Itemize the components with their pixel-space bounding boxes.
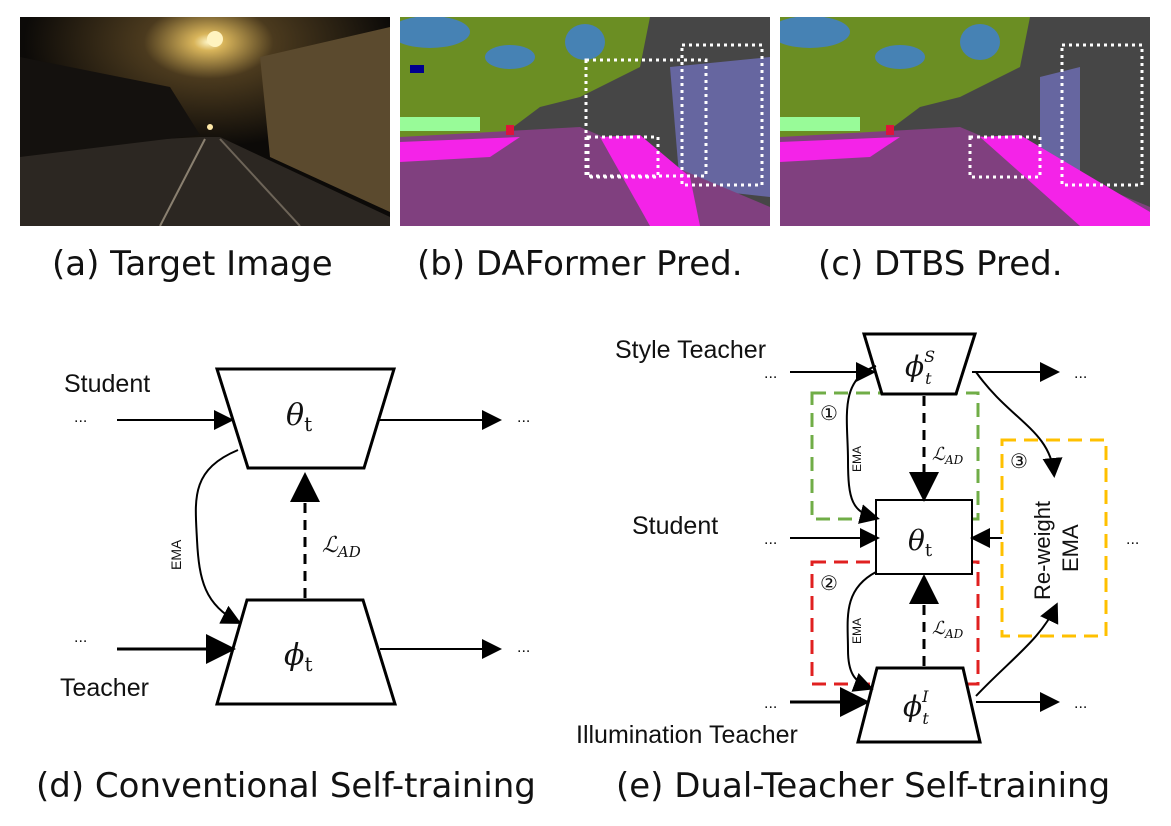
ema-label: EMA: [168, 539, 184, 570]
dtbs-prediction: [770, 16, 1150, 226]
caption-d: (d) Conventional Self-training: [36, 766, 536, 806]
illumination-teacher-network: [856, 666, 982, 744]
ellipsis-student-out: ...: [1126, 531, 1139, 548]
circle-3: ③: [1010, 451, 1028, 473]
student-label: Student: [632, 512, 718, 540]
reweight-ema-label: EMA: [1058, 524, 1083, 572]
night-street-photo: [20, 17, 390, 227]
teacher-network: [215, 598, 398, 706]
loss-label: ℒAD: [322, 533, 361, 561]
arrow-ema: [194, 449, 242, 624]
student-label: Student: [64, 370, 150, 398]
caption-b: (b) DAFormer Pred.: [417, 244, 743, 284]
arrow-illum-to-reweight: [975, 602, 1059, 697]
teacher-label: Teacher: [60, 674, 149, 702]
student-network: [214, 367, 397, 470]
ellipsis-illum-in: ...: [764, 695, 777, 712]
ellipsis-student-in: ...: [74, 409, 87, 426]
conventional-self-training-diagram: θt ϕt Student Teacher ... ... ... ... EM…: [60, 367, 530, 706]
ellipsis-style-in: ...: [764, 365, 777, 382]
target-image: [20, 17, 390, 227]
reweight-label: Re-weight: [1030, 501, 1055, 600]
ellipsis-student-out: ...: [517, 409, 530, 426]
teacher-phi: ϕt: [284, 638, 313, 676]
daformer-segmentation-map: [390, 16, 770, 226]
ellipsis-student-in: ...: [764, 531, 777, 548]
caption-c: (c) DTBS Pred.: [818, 244, 1063, 284]
caption-e: (e) Dual-Teacher Self-training: [616, 766, 1111, 806]
circle-1: ①: [820, 403, 838, 425]
arrow-ema-illum: [846, 571, 877, 692]
style-teacher-network: [861, 332, 978, 396]
ellipsis-illum-out: ...: [1074, 695, 1087, 712]
loss-label-style: ℒAD: [932, 444, 964, 467]
arrow-ema-style: [845, 365, 880, 524]
ellipsis-teacher-in: ...: [74, 629, 87, 646]
box-reweight: [1000, 438, 1108, 638]
ellipsis-style-out: ...: [1074, 365, 1087, 382]
box-illumination-update: [810, 560, 980, 686]
style-teacher-label: Style Teacher: [615, 336, 766, 364]
student-theta: θt: [908, 524, 933, 561]
dtbs-segmentation-map: [770, 16, 1150, 226]
daformer-prediction: [390, 16, 770, 226]
arrow-style-to-reweight: [975, 371, 1063, 478]
ellipsis-teacher-out: ...: [517, 639, 530, 656]
student-theta: θt: [286, 398, 312, 436]
ema-label-style: EMA: [850, 446, 864, 472]
illumination-teacher-label: Illumination Teacher: [576, 721, 798, 749]
loss-label-illum: ℒAD: [932, 618, 964, 641]
ema-label-illum: EMA: [850, 618, 864, 644]
caption-a: (a) Target Image: [52, 244, 333, 284]
circle-2: ②: [820, 573, 838, 595]
